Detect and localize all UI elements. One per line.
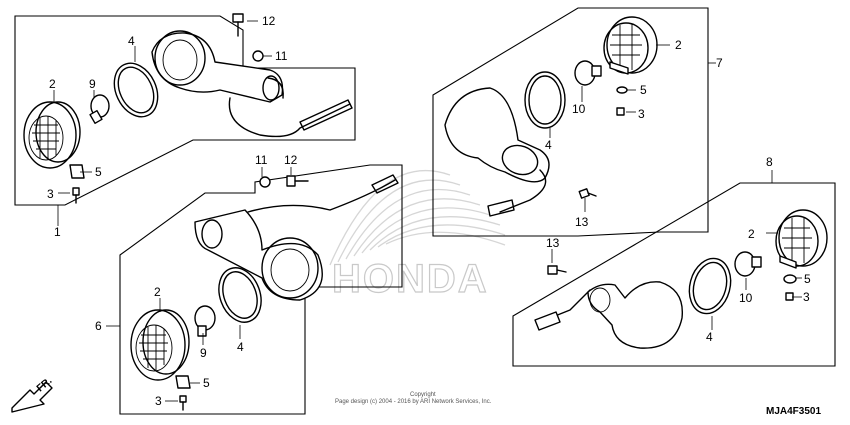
- group-front-left-winker: 2 7 5 3 10 4 13: [432, 7, 723, 237]
- lens-part-a: [23, 101, 81, 169]
- callout-10: 10: [739, 291, 753, 305]
- callout-9: 9: [200, 346, 207, 360]
- callout-11: 11: [275, 49, 288, 63]
- callout-11: 11: [255, 153, 268, 167]
- front-arrow-icon: [11, 381, 53, 413]
- clip-screw-part-c: [616, 86, 628, 116]
- callout-10: 10: [572, 102, 586, 116]
- winker-housing-b: [194, 174, 399, 301]
- winker-housing-c: [444, 87, 550, 217]
- callout-5: 5: [95, 165, 102, 179]
- front-direction-indicator: FR.: [11, 375, 54, 413]
- nut-part-a: [252, 50, 264, 62]
- callout-4: 4: [706, 330, 713, 344]
- callout-7: 7: [716, 56, 723, 70]
- bulb-part-a: [89, 94, 110, 125]
- clip-screw-part-a: [69, 164, 85, 204]
- honda-watermark-text: HONDA: [332, 257, 489, 301]
- group-front-right-winker: 8 2 5 3 10 4 13: [512, 155, 836, 367]
- callout-12: 12: [284, 153, 298, 167]
- clip-screw-part-b: [175, 375, 191, 411]
- callout-4: 4: [237, 340, 244, 354]
- gasket-part-d: [688, 257, 732, 315]
- callout-2: 2: [154, 285, 161, 299]
- lens-part-b: [130, 309, 190, 381]
- group-rear-left-winker: 12 11 4 2 9 5 3 1: [14, 13, 356, 239]
- callout-9: 9: [89, 77, 96, 91]
- group-b-frame: [119, 164, 403, 415]
- callout-8: 8: [766, 155, 773, 169]
- callout-5: 5: [203, 376, 210, 390]
- callout-13: 13: [546, 236, 560, 250]
- bulb-part-b: [194, 305, 216, 337]
- callout-13: 13: [575, 215, 589, 229]
- callout-2: 2: [49, 77, 56, 91]
- gasket-part-c: [524, 71, 566, 129]
- gasket-part-b: [218, 267, 262, 323]
- honda-watermark: HONDA: [329, 170, 506, 302]
- lens-part-c: [603, 16, 658, 75]
- callout-6: 6: [95, 319, 102, 333]
- winker-housing-a: [151, 30, 353, 138]
- callout-4: 4: [128, 34, 135, 48]
- group-rear-right-winker: 11 12 2 6 9 4 5 3: [95, 153, 403, 415]
- gasket-part-a: [113, 62, 159, 118]
- bolt-part-b: [286, 175, 309, 187]
- lens-part-d: [775, 209, 828, 269]
- nut-part-b: [259, 176, 271, 188]
- group-c-frame: [432, 7, 709, 237]
- callout-4: 4: [545, 138, 552, 152]
- callout-3: 3: [155, 394, 162, 408]
- callout-3: 3: [47, 187, 54, 201]
- callout-2: 2: [675, 38, 682, 52]
- callout-3: 3: [638, 107, 645, 121]
- group-a-frame: [14, 15, 356, 206]
- callout-3: 3: [803, 290, 810, 304]
- copyright-title: Copyright: [410, 392, 436, 398]
- screw-part-d: [547, 265, 567, 275]
- callout-1: 1: [54, 225, 61, 239]
- bulb-part-d: [734, 251, 762, 277]
- group-d-frame: [512, 182, 836, 367]
- winker-housing-d: [534, 281, 684, 349]
- copyright-notice: Page design (c) 2004 - 2016 by ARI Netwo…: [335, 399, 492, 405]
- callout-2: 2: [748, 227, 755, 241]
- clip-screw-part-d: [783, 274, 797, 301]
- callout-12: 12: [262, 14, 276, 28]
- bolt-part-a: [232, 13, 244, 37]
- callout-5: 5: [804, 272, 811, 286]
- diagram-code: MJA4F3501: [766, 406, 821, 417]
- screw-part-c: [578, 188, 597, 199]
- callout-5: 5: [640, 83, 647, 97]
- bulb-part-c: [574, 60, 602, 86]
